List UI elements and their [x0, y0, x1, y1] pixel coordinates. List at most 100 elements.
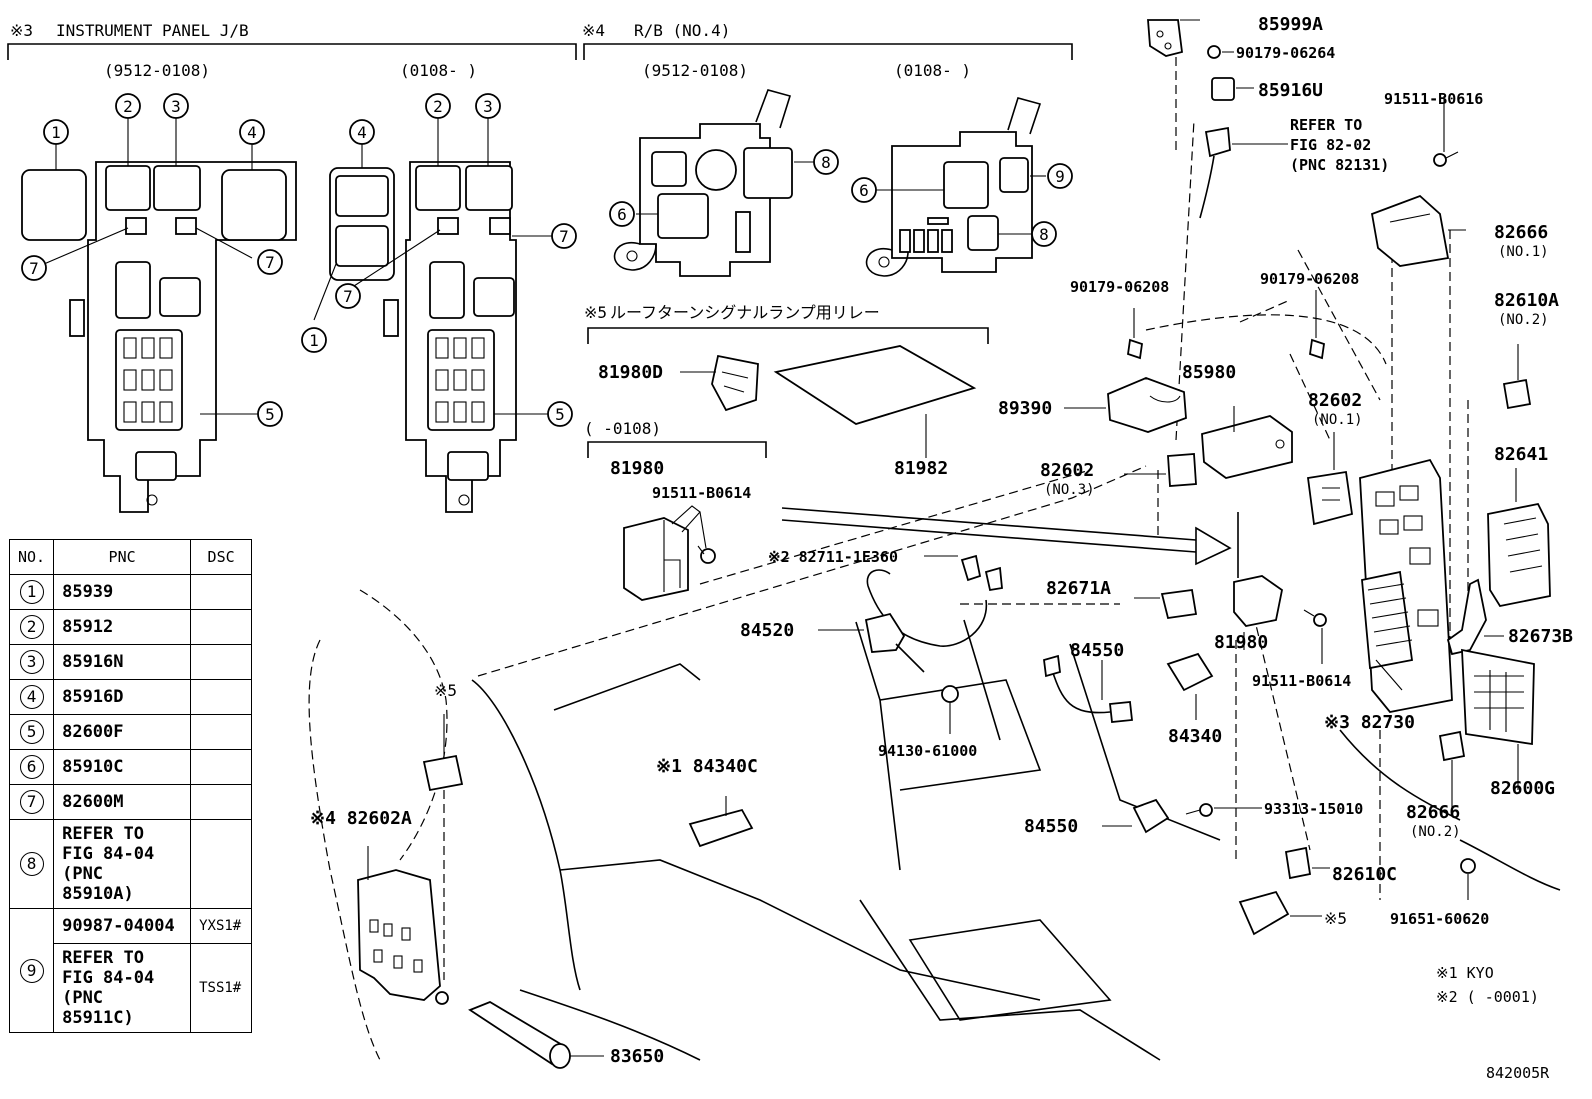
table-row: 9 90987-04004 YXS1# — [8, 908, 253, 1033]
label-82730: ※3 82730 — [1324, 712, 1415, 733]
label-90179-06208-a: 90179-06208 — [1070, 278, 1169, 296]
label-82673b: 82673B — [1508, 626, 1573, 647]
relay-81980d — [680, 354, 759, 412]
header-dsc: DSC — [190, 539, 253, 575]
label-82602-no3: 82602 — [1040, 460, 1094, 481]
label-81980-a: 81980 — [610, 458, 664, 479]
figure-id: 842005R — [1486, 1064, 1550, 1082]
callout-2a: 2 — [115, 93, 141, 119]
svg-text:9: 9 — [1055, 167, 1065, 186]
label-81980-b: 81980 — [1214, 632, 1268, 653]
relay5-title: ルーフターンシグナルランプ用リレー — [610, 303, 880, 322]
label-91511-b0614-b: 91511-B0614 — [1252, 672, 1351, 690]
junction-block-b — [329, 161, 517, 513]
row-dsc — [190, 714, 253, 750]
ipjb-range-a: (9512-0108) — [104, 61, 210, 80]
relay5-mark: ※5 — [584, 303, 607, 322]
svg-text:1: 1 — [51, 123, 61, 142]
label-84520: 84520 — [740, 620, 794, 641]
label-82610c: 82610C — [1332, 864, 1397, 885]
rb4-range-a: (9512-0108) — [642, 61, 748, 80]
ipjb-range-b: (0108- ) — [400, 61, 477, 80]
refer-line: FIG 84-04 — [62, 844, 155, 864]
label-mark5-right: ※5 — [1324, 909, 1347, 928]
label-81982: 81982 — [894, 458, 948, 479]
label-81980d: 81980D — [598, 362, 663, 383]
label-refer-8202-l1: REFER TO — [1290, 116, 1362, 134]
row-number: 5 — [19, 720, 44, 744]
label-91651-60620: 91651-60620 — [1390, 910, 1489, 928]
table-row: REFER TO FIG 84-04 (PNC 85911C) TSS1# — [10, 943, 253, 1033]
row-pnc: 85939 — [53, 574, 192, 610]
callout-5b: 5 — [547, 401, 573, 427]
label-82602a: ※4 82602A — [310, 808, 412, 829]
label-82666-no1-sub: (NO.1) — [1498, 244, 1549, 260]
dashboard-outline — [308, 20, 1561, 1061]
label-82666-no2-sub: (NO.2) — [1410, 824, 1461, 840]
hardware-parts — [357, 19, 1551, 1069]
row-dsc — [190, 784, 253, 820]
label-85980: 85980 — [1182, 362, 1236, 383]
label-82671a: 82671A — [1046, 578, 1111, 599]
row-number: 1 — [19, 580, 44, 604]
row-pnc: 82600F — [53, 714, 192, 750]
rb4-mark: ※4 — [582, 21, 605, 40]
label-84550-b: 84550 — [1024, 816, 1078, 837]
label-85916u: 85916U — [1258, 80, 1323, 101]
callout-8b: 8 — [1031, 221, 1057, 247]
row-pnc: 85916N — [53, 644, 192, 680]
row-dsc: YXS1# — [190, 908, 253, 944]
refer-line: REFER TO — [62, 948, 144, 968]
refer-line: (PNC 85911C) — [62, 988, 134, 1028]
callout-9a: 9 — [1047, 163, 1073, 189]
callout-4b: 4 — [349, 119, 375, 145]
svg-text:8: 8 — [821, 153, 831, 172]
label-82666-no1: 82666 — [1494, 222, 1548, 243]
callout-6b: 6 — [851, 177, 877, 203]
table-row: 3 85916N — [8, 644, 253, 680]
label-82602-no1: 82602 — [1308, 390, 1362, 411]
svg-text:7: 7 — [29, 259, 39, 278]
part-labels: 85999A 90179-06264 85916U REFER TO FIG 8… — [310, 14, 1573, 1082]
table-row: 7 82600M — [8, 784, 253, 820]
header-no: NO. — [8, 539, 55, 575]
label-84550-a: 84550 — [1070, 640, 1124, 661]
svg-text:6: 6 — [859, 181, 869, 200]
junction-block-a — [21, 161, 297, 513]
row-dsc — [190, 749, 253, 785]
svg-text:2: 2 — [433, 97, 443, 116]
svg-text:4: 4 — [247, 123, 257, 142]
callout-7a: 7 — [21, 255, 47, 281]
refer-line: FIG 84-04 — [62, 968, 155, 988]
row-dsc — [190, 644, 253, 680]
svg-text:3: 3 — [171, 97, 181, 116]
callout-3a: 3 — [163, 93, 189, 119]
table-row: 1 85939 — [8, 574, 253, 610]
ipjb-mark: ※3 — [10, 21, 33, 40]
relay-block-b — [865, 97, 1042, 277]
table-header: NO. PNC DSC — [8, 539, 253, 575]
ipjb-title: INSTRUMENT PANEL J/B — [56, 21, 249, 40]
svg-text:5: 5 — [265, 405, 275, 424]
row-pnc: 85916D — [53, 679, 192, 715]
label-91511-b0616: 91511-B0616 — [1384, 90, 1483, 108]
relay-block-a — [613, 89, 793, 277]
callout-8a: 8 — [813, 149, 839, 175]
jb-leaders — [43, 118, 560, 415]
label-mark5-left: ※5 — [434, 681, 457, 700]
row-pnc: 82600M — [53, 784, 192, 820]
rb4-range-b: (0108- ) — [894, 61, 971, 80]
relay5-range: ( -0108) — [584, 419, 661, 438]
svg-text:4: 4 — [357, 123, 367, 142]
svg-text:7: 7 — [559, 227, 569, 246]
callout-markers: 1 2 3 4 7 7 5 4 2 3 7 7 1 5 8 6 6 9 8 — [21, 93, 1073, 427]
label-refer-8202-l2: FIG 82-02 — [1290, 136, 1371, 154]
label-85999a: 85999A — [1258, 14, 1323, 35]
callout-6a: 6 — [609, 201, 635, 227]
row-number: 7 — [19, 790, 44, 814]
label-83650: 83650 — [610, 1046, 664, 1067]
table-row: 8 REFER TO FIG 84-04 (PNC 85910A) — [8, 819, 253, 909]
row-dsc — [190, 819, 253, 909]
label-84340c: ※1 84340C — [656, 756, 758, 777]
svg-text:2: 2 — [123, 97, 133, 116]
